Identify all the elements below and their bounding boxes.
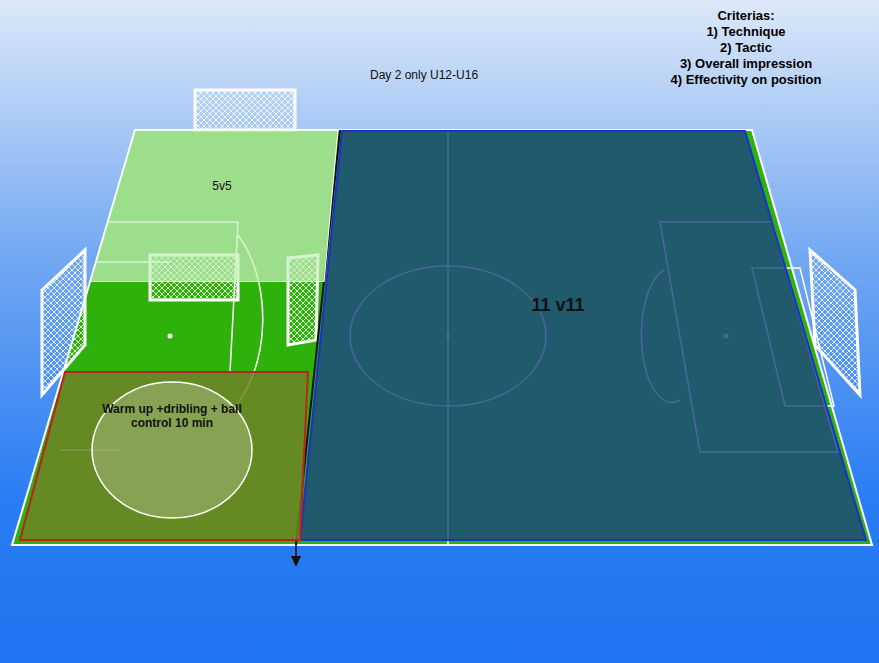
small-game-zone: 5v5 [88,130,340,282]
day-note: Day 2 only U12-U16 [370,68,478,82]
criteria-item: 1) Technique [621,24,871,40]
zone-label: 11 v11 [503,295,613,317]
warm-up-zone: Warm up +dribling + ball control 10 min [18,370,310,542]
criteria-item: 3) Overall impression [621,56,871,72]
criteria-list: Criterias:1) Technique2) Tactic3) Overal… [621,8,871,88]
criteria-heading: Criterias: [621,8,871,24]
full-game-zone: 11 v11 [298,130,870,542]
zone-label: 5v5 [192,179,252,193]
criteria-item: 2) Tactic [621,40,871,56]
zone-outline [88,130,340,282]
zone-outline [298,130,870,542]
zone-label: Warm up +dribling + ball control 10 min [102,402,242,431]
criteria-item: 4) Effectivity on position [621,72,871,88]
zone-outline [18,370,310,542]
